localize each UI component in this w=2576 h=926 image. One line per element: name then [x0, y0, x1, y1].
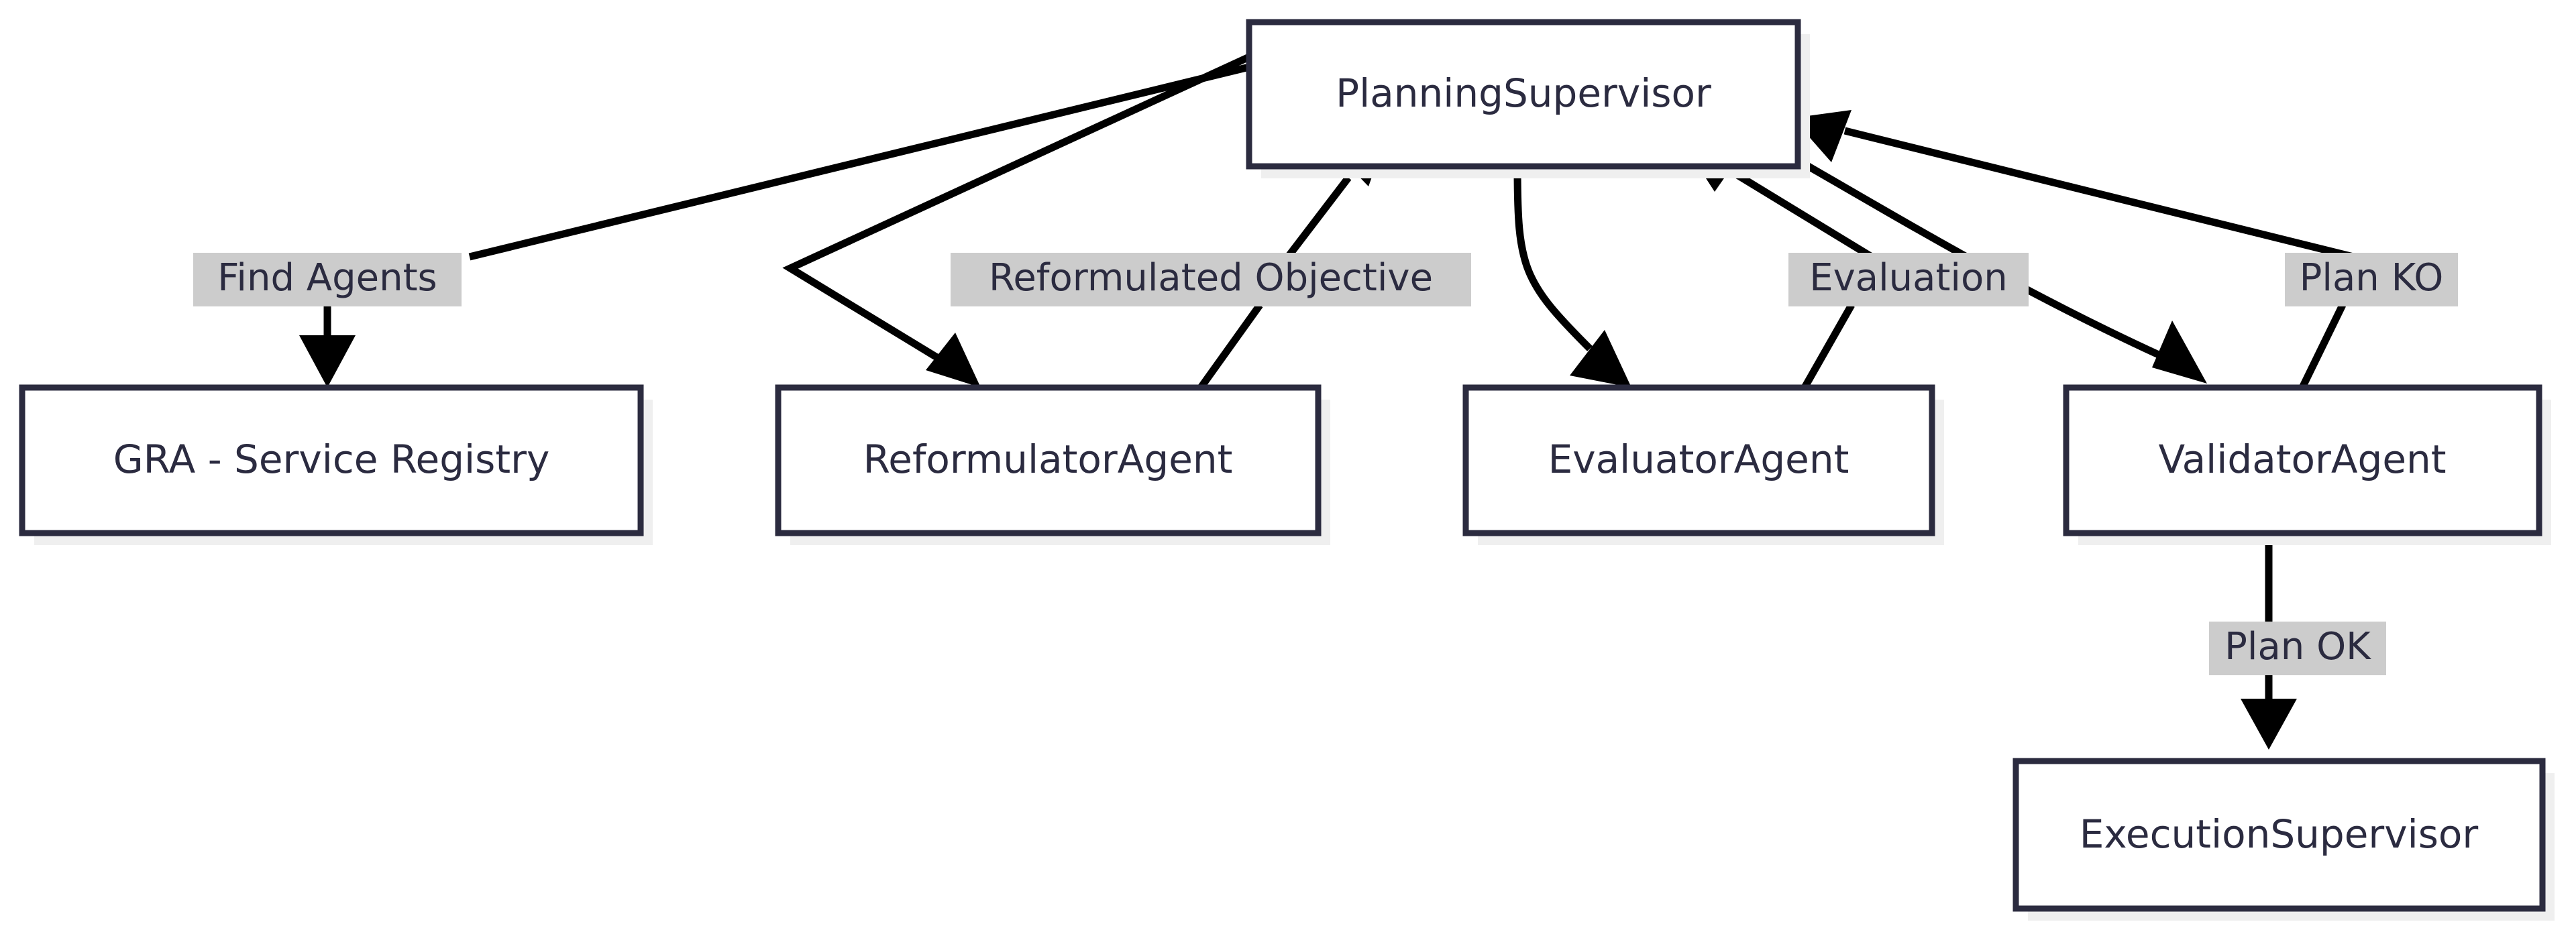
edge-reformulated-objective-upper — [1285, 175, 1352, 259]
edge-plan-ok-arrowhead — [2241, 699, 2297, 750]
edge-labels-layer: Find Agents Reformulated Objective Evalu… — [193, 253, 2458, 675]
node-planning-supervisor[interactable]: PlanningSupervisor — [1246, 19, 1810, 178]
node-reformulator-agent[interactable]: ReformulatorAgent — [775, 384, 1330, 545]
node-gra-service-registry-label: GRA - Service Registry — [113, 437, 550, 482]
node-evaluator-agent-box — [1462, 384, 1935, 536]
edge-label-plan-ko-bg — [2285, 253, 2458, 306]
edge-plan-ok[interactable] — [2241, 533, 2297, 750]
edge-label-reformulated-objective-bg — [951, 253, 1471, 306]
node-execution-supervisor[interactable]: ExecutionSupervisor — [2012, 758, 2555, 921]
node-validator-agent-label: ValidatorAgent — [2158, 437, 2446, 482]
node-reformulator-agent-label: ReformulatorAgent — [863, 437, 1233, 482]
edge-to-evaluator-path — [1513, 166, 1593, 351]
edge-find-agents-arrowhead — [299, 335, 356, 388]
edge-label-plan-ok-text: Plan OK — [2224, 625, 2371, 669]
node-validator-agent-box — [2063, 384, 2542, 536]
edge-label-reformulated-objective: Reformulated Objective — [951, 253, 1471, 306]
node-execution-supervisor-box — [2012, 758, 2546, 912]
edge-label-evaluation-text: Evaluation — [1809, 256, 2007, 300]
node-planning-supervisor-box — [1246, 19, 1801, 170]
edge-evaluation-lower — [1801, 303, 1855, 390]
node-gra-service-registry[interactable]: GRA - Service Registry — [19, 384, 653, 545]
edge-label-find-agents: Find Agents — [193, 253, 462, 306]
edge-plan-ko[interactable] — [1792, 110, 2355, 390]
edge-to-reformulator-arrowhead — [926, 333, 981, 388]
edge-label-plan-ko-text: Plan KO — [2300, 256, 2444, 300]
node-evaluator-agent[interactable]: EvaluatorAgent — [1462, 384, 1944, 545]
edge-label-evaluation: Evaluation — [1788, 253, 2029, 306]
edge-label-find-agents-bg — [193, 253, 462, 306]
edge-label-reformulated-objective-text: Reformulated Objective — [989, 256, 1433, 300]
node-planning-supervisor-label: PlanningSupervisor — [1336, 70, 1711, 116]
edge-find-agents-path — [468, 63, 1250, 261]
edge-label-plan-ko: Plan KO — [2285, 253, 2458, 306]
edge-to-evaluator-arrowhead — [1570, 330, 1631, 388]
edge-plan-ko-lower — [2299, 303, 2346, 390]
edge-evaluation-upper — [1729, 168, 1874, 260]
edge-to-validator-path — [1756, 134, 2162, 359]
edge-find-agents[interactable] — [299, 63, 1250, 388]
edge-label-evaluation-bg — [1788, 253, 2029, 306]
node-evaluator-agent-label: EvaluatorAgent — [1548, 437, 1849, 482]
edge-label-plan-ok-bg — [2209, 622, 2386, 675]
edge-to-reformulator[interactable] — [782, 54, 1251, 388]
node-validator-agent[interactable]: ValidatorAgent — [2063, 384, 2551, 545]
node-execution-supervisor-label: ExecutionSupervisor — [2080, 811, 2479, 857]
edge-to-evaluator[interactable] — [1513, 166, 1631, 388]
node-reformulator-agent-box — [775, 384, 1322, 536]
node-gra-service-registry-box — [19, 384, 644, 536]
edge-label-find-agents-text: Find Agents — [217, 256, 437, 300]
edge-to-validator-arrowhead — [2152, 321, 2207, 384]
edge-plan-ko-upper — [1843, 127, 2355, 261]
edge-reformulated-objective-lower — [1197, 302, 1263, 390]
edge-to-reformulator-path — [782, 54, 1251, 362]
edge-label-plan-ok: Plan OK — [2209, 622, 2386, 675]
nodes-layer: PlanningSupervisor GRA - Service Registr… — [19, 19, 2555, 921]
